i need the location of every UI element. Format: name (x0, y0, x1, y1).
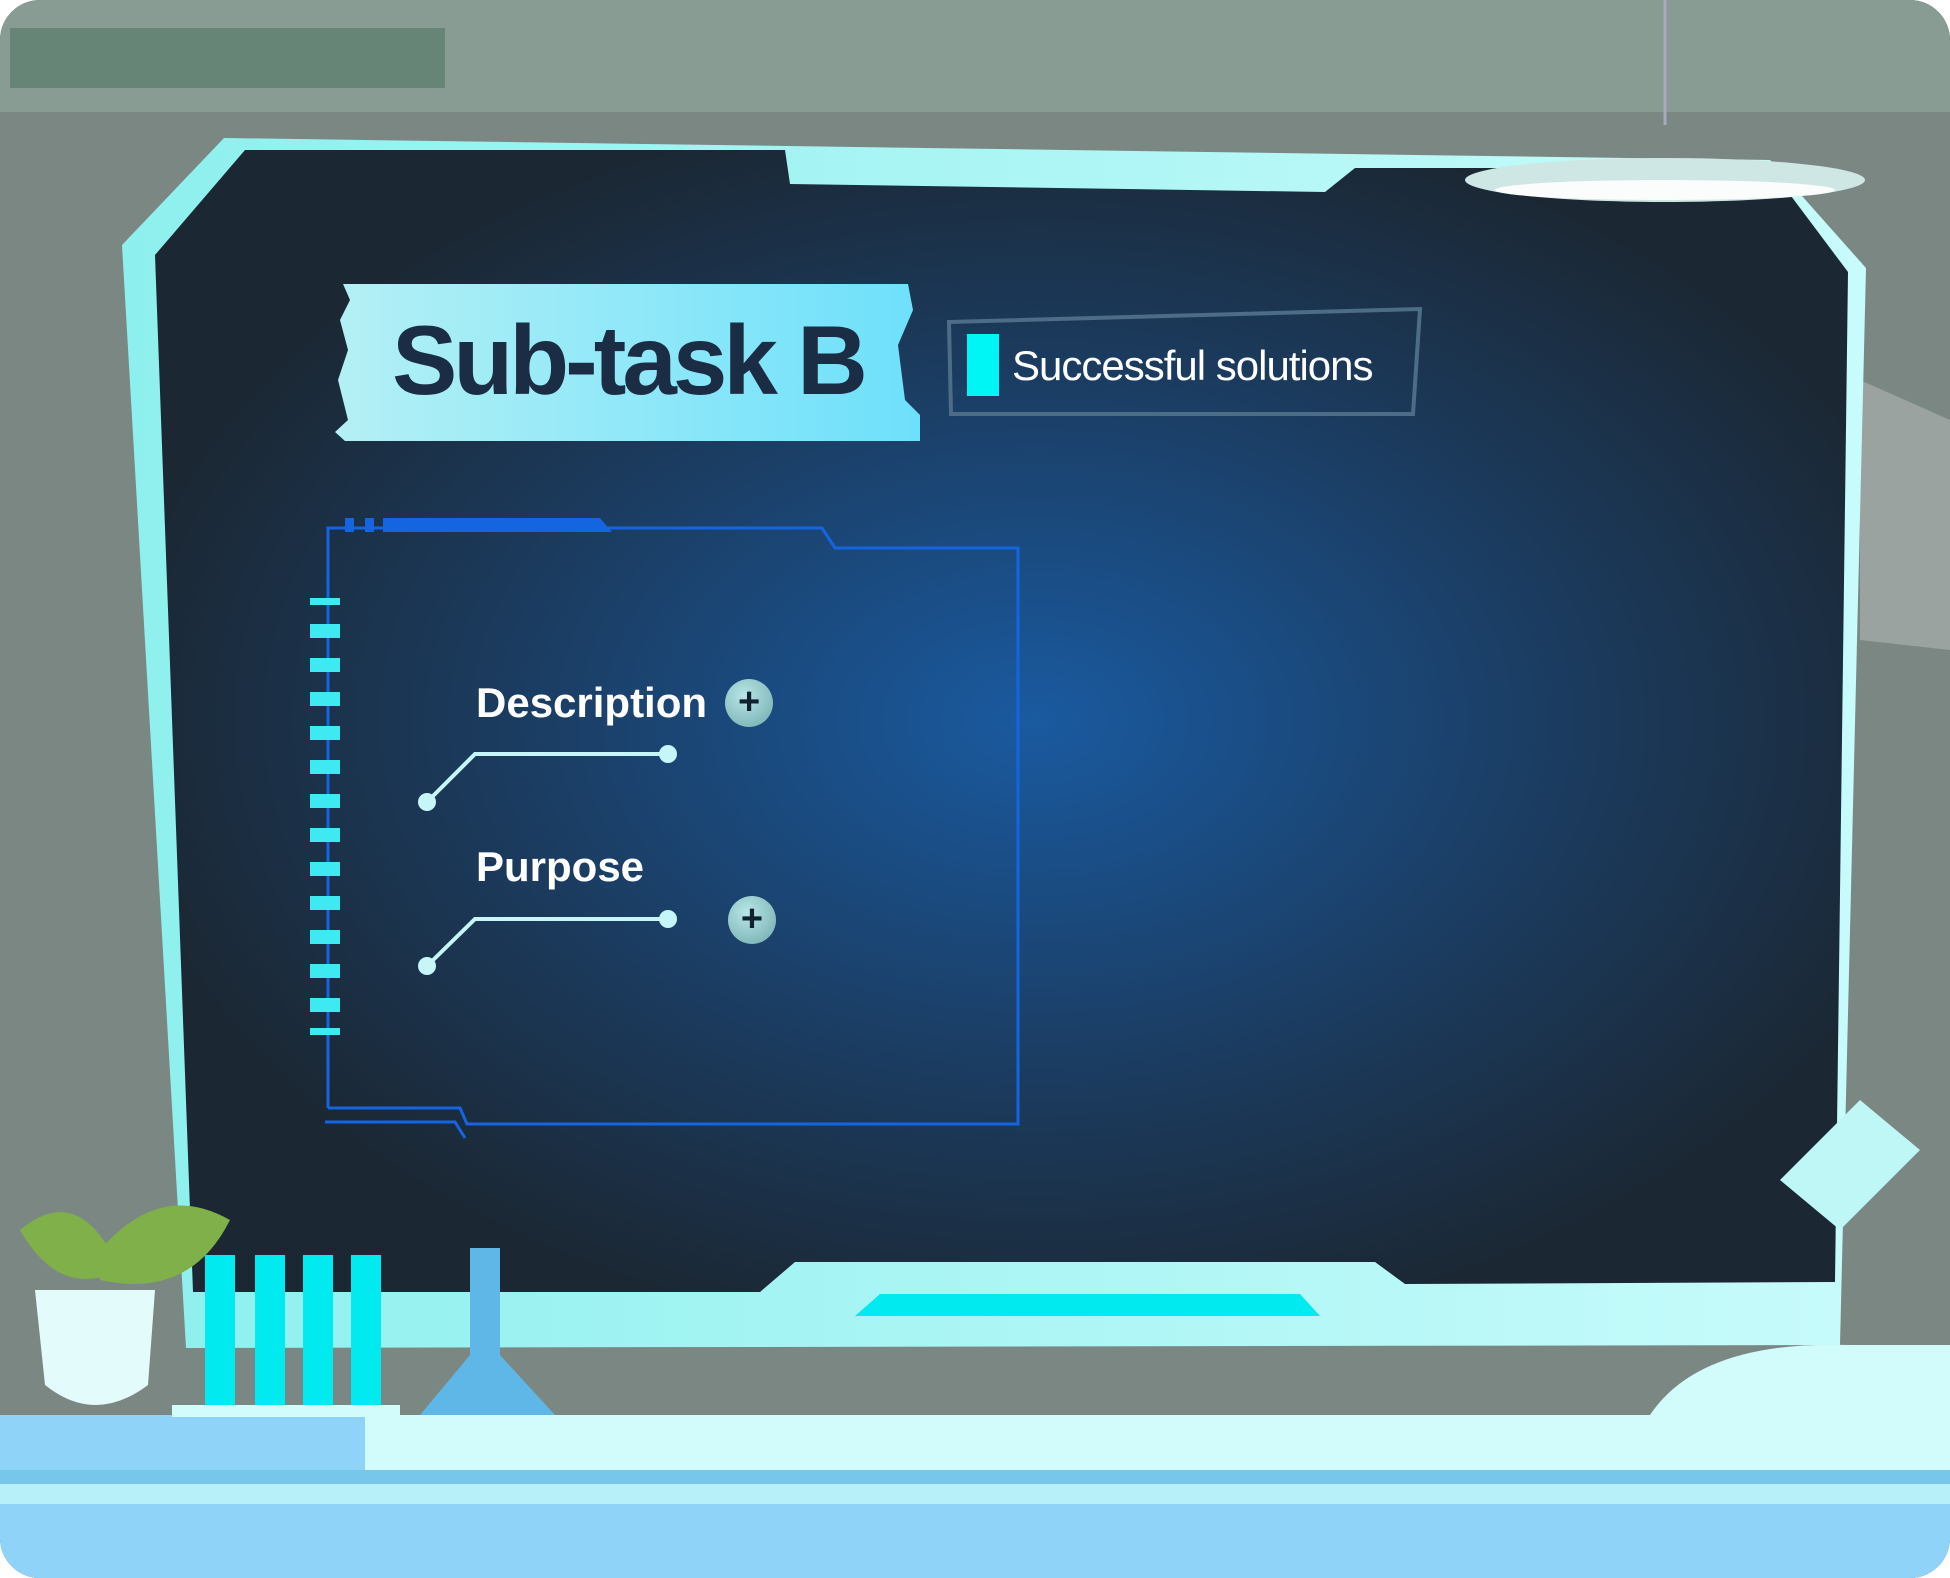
test-tubes (172, 1255, 400, 1417)
description-row: Description + (476, 678, 774, 728)
page-title: Sub-task B (392, 305, 868, 415)
description-expand-button[interactable]: + (725, 679, 774, 727)
flask (420, 1248, 555, 1415)
purpose-row: Purpose (476, 842, 644, 892)
panel-ticks (310, 598, 340, 1035)
purpose-expand-button[interactable]: + (728, 896, 776, 944)
plus-icon: + (740, 898, 764, 940)
microscope (1650, 1344, 1950, 1415)
plus-icon: + (737, 681, 761, 723)
connector-lines (425, 752, 668, 968)
badge-label: Successful solutions (1012, 342, 1374, 389)
badge-marker (967, 334, 999, 396)
description-label: Description (476, 679, 708, 726)
purpose-label: Purpose (476, 843, 645, 890)
plant-pot (35, 1290, 155, 1405)
